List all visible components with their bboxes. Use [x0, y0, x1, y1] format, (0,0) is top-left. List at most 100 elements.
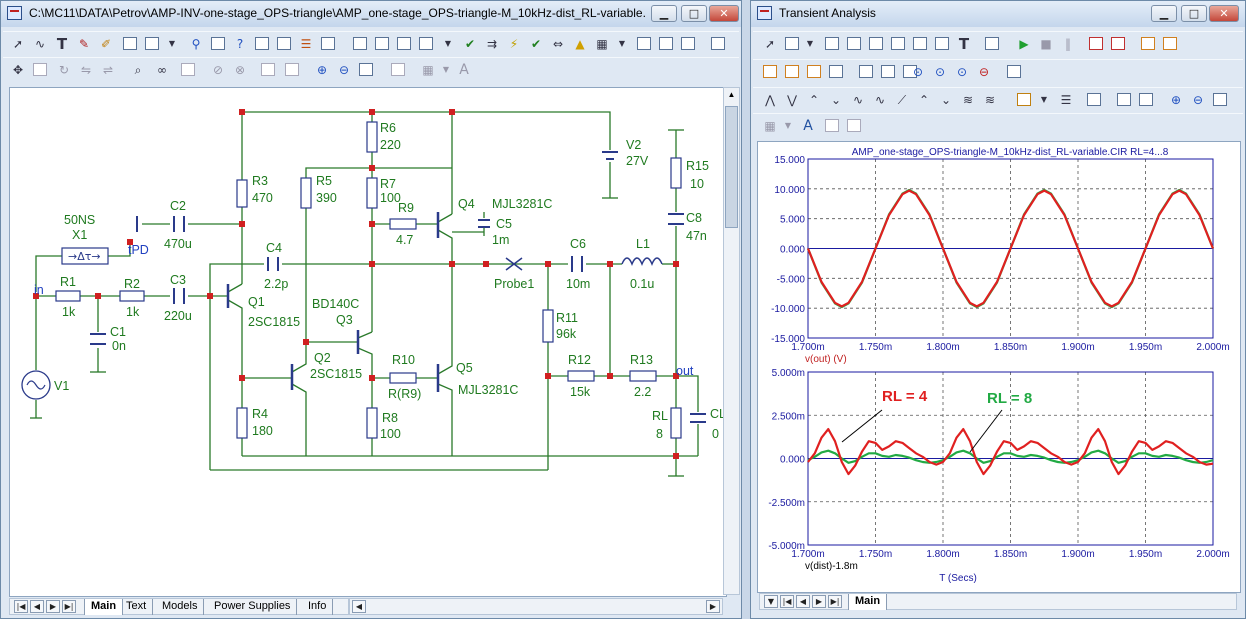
analysis-tab-main[interactable]: Main — [848, 594, 888, 610]
conditions-icon[interactable] — [417, 35, 435, 53]
global-low-icon[interactable]: ⌄ — [940, 93, 952, 107]
cancel-icon[interactable]: ⊗ — [234, 63, 246, 77]
first-page-button[interactable]: |◀ — [14, 600, 28, 613]
zoom-fit-icon[interactable] — [357, 61, 375, 79]
close-button[interactable]: ✕ — [709, 5, 739, 22]
pen-icon[interactable]: ✎ — [78, 37, 90, 51]
font-icon[interactable]: A — [459, 62, 469, 78]
scroll-up-arrow[interactable]: ▲ — [727, 90, 736, 99]
analysis-maximize-button[interactable]: □ — [1181, 5, 1207, 22]
zoom-plot2-icon[interactable]: ⊙ — [934, 65, 946, 79]
page-icon[interactable] — [635, 35, 653, 53]
table1-icon[interactable] — [761, 63, 779, 81]
probe-icon[interactable]: ⚲ — [191, 37, 201, 51]
grid-icon[interactable]: ▦ — [596, 37, 608, 51]
edit-scale-icon[interactable] — [867, 35, 885, 53]
properties-icon[interactable] — [983, 35, 1001, 53]
maximize-button[interactable]: □ — [681, 5, 707, 22]
slope-icon[interactable]: ∿ — [874, 93, 886, 107]
high-icon[interactable]: ⌃ — [808, 93, 820, 107]
info-icon[interactable] — [209, 35, 227, 53]
text-tool-icon[interactable]: T — [56, 35, 68, 53]
analysis-layers2-icon[interactable] — [845, 117, 863, 135]
scale3-icon[interactable] — [889, 35, 907, 53]
zoom-plot3-icon[interactable]: ⊙ — [956, 65, 968, 79]
scroll-right-arrow[interactable]: ▶ — [706, 600, 720, 613]
tile-plot2-icon[interactable] — [1161, 35, 1179, 53]
analysis-dropdown-icon[interactable]: ▼ — [806, 39, 814, 48]
scale4-icon[interactable] — [911, 35, 929, 53]
edit-icon[interactable] — [319, 35, 337, 53]
globe-icon[interactable] — [253, 35, 271, 53]
data-points-icon[interactable] — [1085, 91, 1103, 109]
analysis-dropdown2-icon[interactable]: ▼ — [1040, 95, 1048, 104]
rotate-icon[interactable]: ↻ — [58, 63, 70, 77]
clipboard-icon[interactable] — [1015, 91, 1033, 109]
analysis-zoom-fit-icon[interactable] — [1211, 91, 1229, 109]
table2-icon[interactable] — [783, 63, 801, 81]
analysis-next-page[interactable]: ▶ — [812, 595, 826, 608]
move-icon[interactable]: ✥ — [12, 63, 24, 77]
analysis-nav-dropdown[interactable]: ▼ — [764, 595, 778, 608]
low-icon[interactable]: ⌄ — [830, 93, 842, 107]
wave-icon[interactable]: ≋ — [962, 93, 974, 107]
find-icon[interactable]: ⌕ — [134, 63, 142, 77]
binoculars-icon[interactable]: ∞ — [157, 63, 167, 77]
cursor-icon[interactable] — [1087, 35, 1105, 53]
schematic-hscroll[interactable]: ◀ ▶ — [349, 598, 723, 615]
stop-run-icon[interactable]: ■ — [1040, 37, 1052, 51]
power-icon[interactable] — [395, 35, 413, 53]
print-icon[interactable] — [389, 61, 407, 79]
dropdown-icon[interactable]: ▼ — [168, 39, 176, 48]
table3-icon[interactable] — [805, 63, 823, 81]
tile-icon[interactable]: ▦ — [422, 63, 434, 77]
help-icon[interactable]: ? — [236, 37, 244, 51]
scale5-icon[interactable] — [933, 35, 951, 53]
scroll-thumb[interactable] — [725, 106, 738, 228]
currents-icon[interactable] — [373, 35, 391, 53]
analysis-paste-icon[interactable] — [783, 35, 801, 53]
analysis-dropdown3-icon[interactable]: ▼ — [784, 121, 792, 130]
tab-power-supplies[interactable]: Power Supplies — [208, 599, 298, 615]
props-icon[interactable] — [679, 35, 697, 53]
dropdown4-icon[interactable]: ▼ — [442, 65, 450, 74]
mirror-icon[interactable]: ⇌ — [102, 63, 114, 77]
tab-main[interactable]: Main — [84, 599, 124, 615]
swap-icon[interactable]: ⇔ — [552, 37, 564, 51]
scale2-icon[interactable] — [845, 35, 863, 53]
analysis-minimize-button[interactable]: ▁ — [1151, 5, 1177, 22]
plot-canvas[interactable]: AMP_one-stage_OPS-triangle-M_10kHz-dist_… — [757, 141, 1241, 593]
grid-text-icon[interactable] — [275, 35, 293, 53]
analysis-prev-page[interactable]: ◀ — [796, 595, 810, 608]
tab-models[interactable]: Models — [156, 599, 205, 615]
analysis-zoom-in-icon[interactable]: ⊕ — [1170, 93, 1182, 107]
select-arrow-icon[interactable]: ➚ — [12, 37, 24, 51]
page2-icon[interactable] — [657, 35, 675, 53]
table7-icon[interactable] — [901, 63, 919, 81]
split-icon[interactable]: ⇉ — [486, 37, 498, 51]
mark-icon[interactable]: ✔ — [530, 37, 542, 51]
table-icon[interactable]: ☰ — [300, 37, 312, 51]
cursor2-icon[interactable] — [1109, 35, 1127, 53]
peak-icon[interactable]: ⋀ — [765, 93, 775, 107]
next-page-button[interactable]: ▶ — [46, 600, 60, 613]
check-icon[interactable]: ✔ — [464, 37, 476, 51]
minimize-button[interactable]: ▁ — [651, 5, 677, 22]
layers-icon[interactable] — [259, 61, 277, 79]
schematic-vscroll[interactable]: ▲ — [723, 87, 740, 595]
box-icon[interactable] — [31, 61, 49, 79]
list-icon[interactable]: ☰ — [1060, 93, 1072, 107]
flip-icon[interactable]: ⇋ — [80, 63, 92, 77]
tab-text[interactable]: Text — [120, 599, 154, 615]
dropdown3-icon[interactable]: ▼ — [618, 39, 626, 48]
analysis-layers-icon[interactable] — [823, 117, 841, 135]
wire-icon[interactable]: ∿ — [34, 37, 46, 51]
zoom-plot4-icon[interactable]: ⊖ — [978, 65, 990, 79]
zoom-in-icon[interactable]: ⊕ — [316, 63, 328, 77]
layers2-icon[interactable] — [283, 61, 301, 79]
zoom-plot-icon[interactable]: ⊙ — [912, 65, 924, 79]
table5-icon[interactable] — [857, 63, 875, 81]
schematic-titlebar[interactable]: C:\MC11\DATA\Petrov\AMP-INV-one-stage_OP… — [1, 1, 741, 27]
paste-icon[interactable] — [143, 35, 161, 53]
pencil-icon[interactable]: ✐ — [100, 37, 112, 51]
